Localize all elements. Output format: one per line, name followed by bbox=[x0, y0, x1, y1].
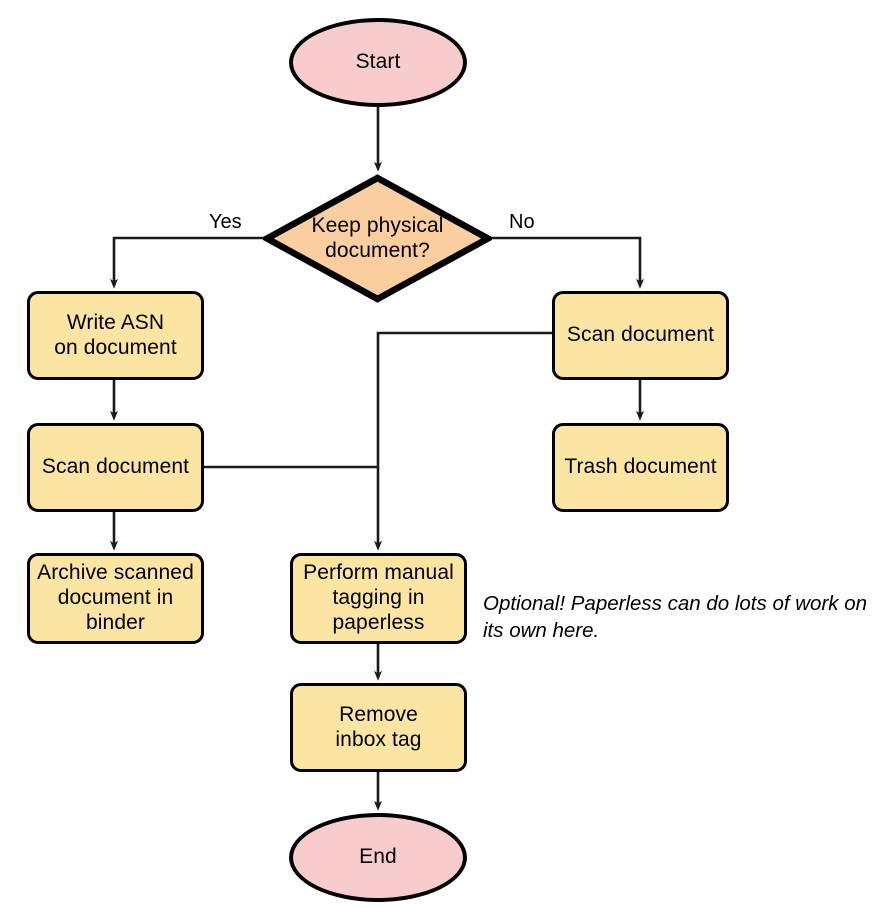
diamond-shape bbox=[263, 174, 492, 303]
node-write-asn-label-line2: on document bbox=[54, 335, 177, 359]
node-manual-tagging-label-line1: Perform manual bbox=[303, 561, 454, 585]
edge-label-no: No bbox=[509, 211, 535, 233]
node-archive-label-line3: binder bbox=[86, 610, 145, 634]
node-scan-document-right-label: Scan document bbox=[566, 323, 715, 347]
node-remove-inbox-label: Remove inbox tag bbox=[335, 703, 421, 753]
node-write-asn-label-line1: Write ASN bbox=[66, 310, 165, 334]
node-decision-label-line1: Keep physical bbox=[311, 213, 444, 237]
node-decision-label: Keep physical document? bbox=[263, 214, 492, 264]
node-remove-inbox-tag[interactable]: Remove inbox tag bbox=[290, 683, 467, 772]
node-manual-tagging-label-line3: paperless bbox=[332, 610, 425, 634]
node-end-label: End bbox=[359, 845, 397, 869]
node-manual-tagging-label: Perform manual tagging in paperless bbox=[303, 561, 454, 635]
node-scan-document-left-label: Scan document bbox=[41, 455, 190, 479]
node-end[interactable]: End bbox=[289, 813, 467, 902]
annotation-optional-note: Optional! Paperless can do lots of work … bbox=[483, 592, 868, 642]
edge-decision-yes-to-write-asn bbox=[110, 236, 263, 289]
node-decision-label-line2: document? bbox=[325, 238, 430, 262]
node-start[interactable]: Start bbox=[289, 18, 467, 107]
node-trash-document[interactable]: Trash document bbox=[552, 423, 729, 512]
node-archive-label: Archive scanned document in binder bbox=[37, 561, 194, 635]
node-scan-document-left[interactable]: Scan document bbox=[27, 423, 204, 512]
node-scan-document-right[interactable]: Scan document bbox=[552, 291, 729, 380]
node-manual-tagging-label-line2: tagging in bbox=[332, 586, 425, 610]
node-archive-scanned-document[interactable]: Archive scanned document in binder bbox=[27, 553, 204, 644]
edge-decision-no-to-scan-right bbox=[492, 236, 644, 289]
node-remove-inbox-label-line1: Remove bbox=[339, 702, 418, 726]
node-write-asn-on-document[interactable]: Write ASN on document bbox=[27, 291, 204, 380]
edge-scan-right-to-manual-tagging bbox=[374, 331, 552, 551]
node-decision-keep-physical-document[interactable]: Keep physical document? bbox=[263, 174, 492, 303]
node-archive-label-line1: Archive scanned bbox=[37, 561, 194, 585]
node-trash-document-label: Trash document bbox=[564, 455, 717, 479]
node-remove-inbox-label-line2: inbox tag bbox=[335, 727, 422, 751]
node-start-label: Start bbox=[355, 50, 401, 74]
node-archive-label-line2: document in bbox=[57, 586, 174, 610]
node-write-asn-label: Write ASN on document bbox=[54, 311, 177, 361]
edge-label-yes: Yes bbox=[209, 211, 242, 233]
node-perform-manual-tagging[interactable]: Perform manual tagging in paperless bbox=[290, 553, 467, 644]
